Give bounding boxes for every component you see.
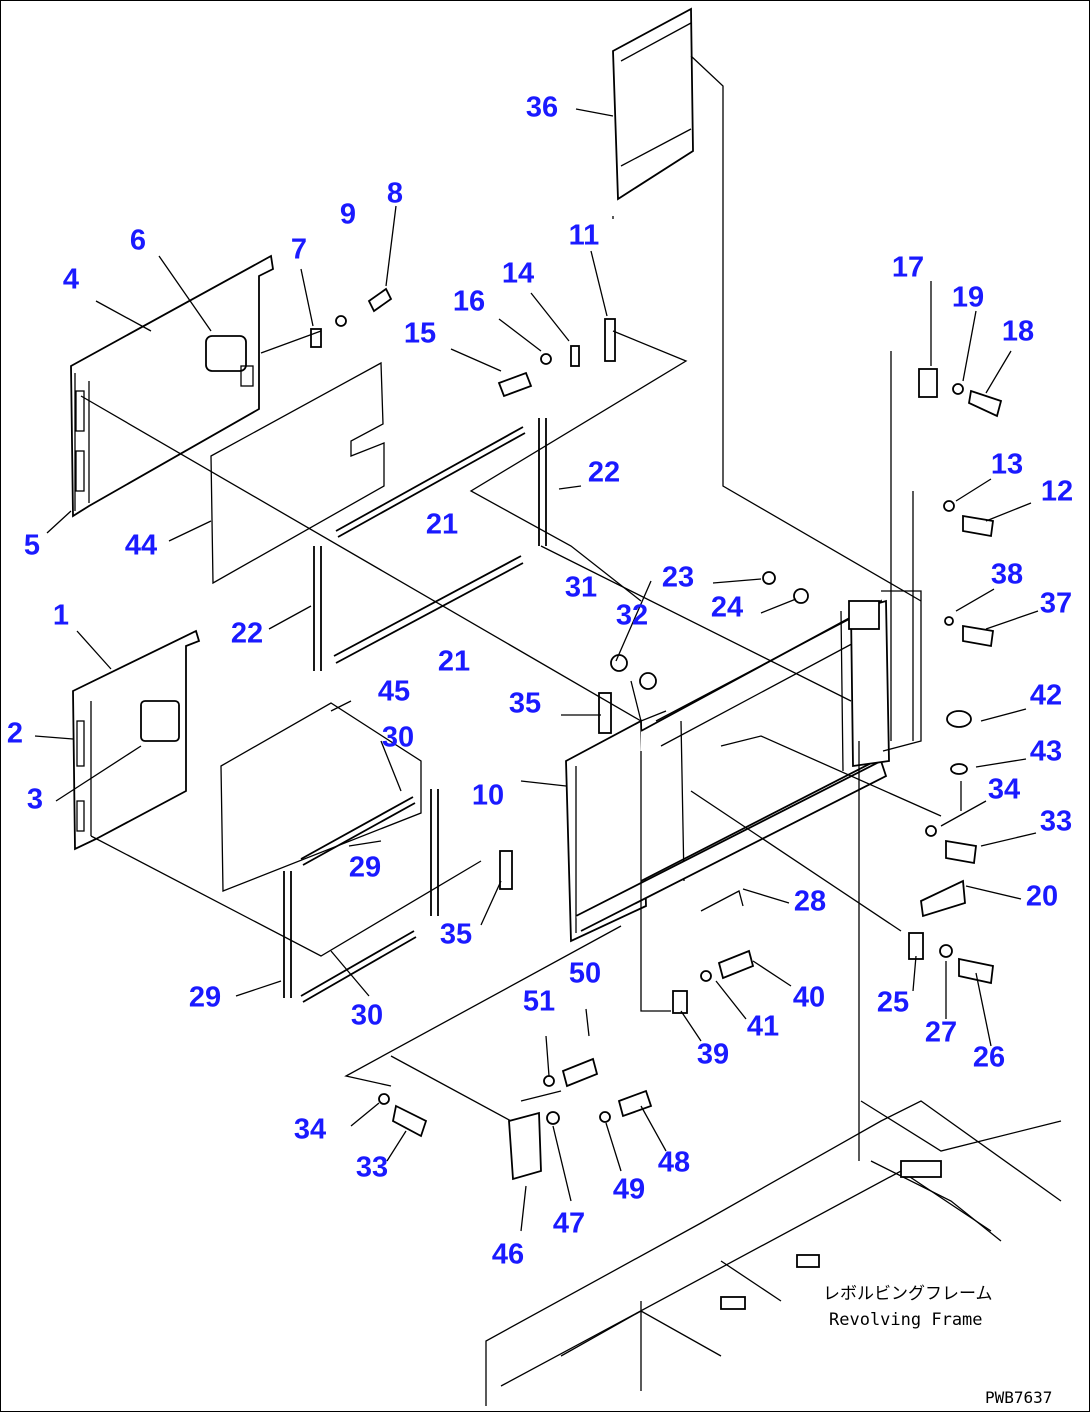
callout-28: 28 [794, 886, 826, 918]
callout-26: 26 [973, 1042, 1005, 1074]
upper-door-panel [70, 254, 274, 518]
callout-6: 6 [130, 225, 146, 257]
assembly-lines [80, 55, 962, 1161]
callout-29: 29 [349, 852, 381, 884]
callout-14: 14 [502, 258, 534, 290]
callout-19: 19 [952, 282, 984, 314]
callout-22: 22 [231, 618, 263, 650]
callout-33: 33 [356, 1152, 388, 1184]
insulation-sheet-45 [220, 702, 422, 892]
callout-49: 49 [613, 1174, 645, 1206]
callout-4: 4 [63, 264, 79, 296]
callout-8: 8 [387, 178, 403, 210]
callout-21: 21 [426, 509, 458, 541]
callout-1: 1 [53, 600, 69, 632]
seal-strips [283, 418, 547, 1003]
callout-17: 17 [892, 252, 924, 284]
revolving-frame-label-jp: レボルビングフレーム [823, 1284, 993, 1304]
callout-50: 50 [569, 958, 601, 990]
callout-30: 30 [382, 722, 414, 754]
callout-18: 18 [1002, 316, 1034, 348]
callout-42: 42 [1030, 680, 1062, 712]
insulation-sheet-44 [210, 361, 385, 585]
callout-35: 35 [440, 919, 472, 951]
callout-47: 47 [553, 1208, 585, 1240]
callout-41: 41 [747, 1011, 779, 1043]
callout-3: 3 [27, 784, 43, 816]
callout-44: 44 [125, 530, 157, 562]
callout-33: 33 [1040, 806, 1072, 838]
callout-43: 43 [1030, 736, 1062, 768]
callout-9: 9 [340, 199, 356, 231]
callout-32: 32 [616, 600, 648, 632]
drawing-code: PWB7637 [985, 1388, 1052, 1407]
callout-10: 10 [472, 780, 504, 812]
callout-leaders [34, 108, 1039, 1232]
callout-51: 51 [523, 986, 555, 1018]
callout-23: 23 [662, 562, 694, 594]
callout-7: 7 [291, 234, 307, 266]
callout-27: 27 [925, 1017, 957, 1049]
callout-39: 39 [697, 1039, 729, 1071]
callout-24: 24 [711, 592, 743, 624]
callout-16: 16 [453, 286, 485, 318]
callout-31: 31 [565, 572, 597, 604]
callout-25: 25 [877, 987, 909, 1019]
callout-34: 34 [988, 774, 1020, 806]
callout-5: 5 [24, 530, 40, 562]
callout-21: 21 [438, 646, 470, 678]
callout-2: 2 [7, 718, 23, 750]
callout-20: 20 [1026, 881, 1058, 913]
callout-48: 48 [658, 1147, 690, 1179]
callout-46: 46 [492, 1239, 524, 1271]
callout-35: 35 [509, 688, 541, 720]
hardware-parts [310, 287, 1003, 1181]
callout-13: 13 [991, 449, 1023, 481]
callout-36: 36 [526, 92, 558, 124]
callout-12: 12 [1041, 476, 1073, 508]
callout-15: 15 [404, 318, 436, 350]
callout-40: 40 [793, 982, 825, 1014]
support-frame [565, 590, 922, 943]
callout-45: 45 [378, 676, 410, 708]
cover-plate-36 [612, 7, 694, 201]
callout-30: 30 [351, 1000, 383, 1032]
callout-29: 29 [189, 982, 221, 1014]
lower-door-panel [72, 629, 201, 851]
revolving-frame [485, 1100, 1062, 1406]
callout-22: 22 [588, 457, 620, 489]
callout-34: 34 [294, 1114, 326, 1146]
revolving-frame-label-en: Revolving Frame [829, 1310, 983, 1330]
callout-11: 11 [569, 220, 600, 252]
callout-37: 37 [1040, 588, 1072, 620]
callout-38: 38 [991, 559, 1023, 591]
